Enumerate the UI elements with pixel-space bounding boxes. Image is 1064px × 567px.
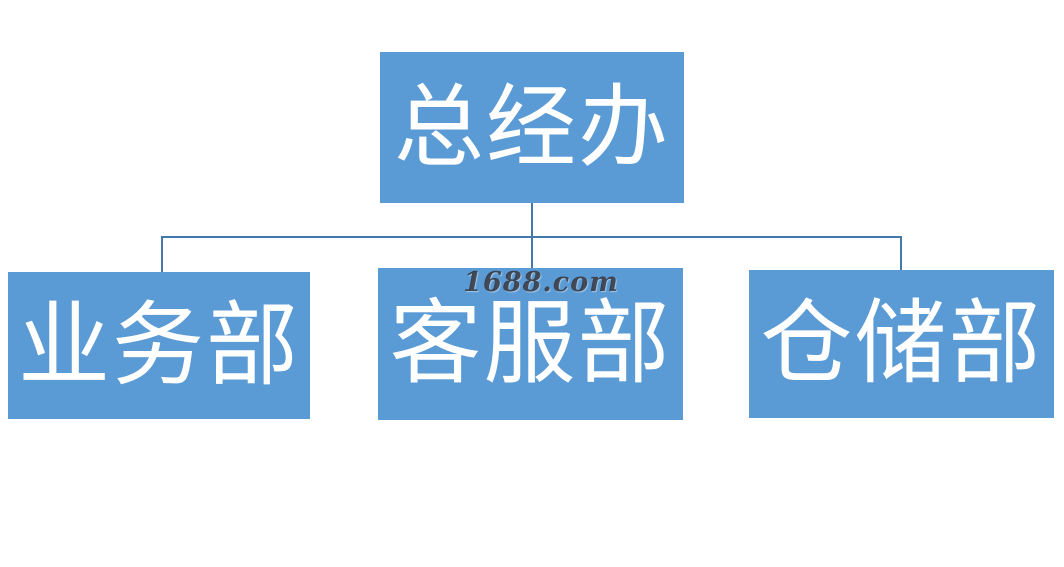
org-box-label: 总经办	[394, 74, 670, 180]
org-box-label: 业务部	[17, 291, 300, 399]
org-box-label: 仓储部	[760, 290, 1043, 397]
connector-left-drop	[161, 236, 163, 272]
org-box-business-dept: 业务部	[8, 272, 310, 419]
org-box-general-manager-office: 总经办	[380, 52, 684, 203]
org-box-warehouse-dept: 仓储部	[749, 270, 1054, 418]
connector-root-drop	[531, 203, 533, 237]
connector-middle-drop	[531, 236, 533, 268]
org-box-customer-service-dept: 客服部	[378, 268, 683, 420]
watermark-1688: 1688.com	[463, 267, 619, 298]
connector-right-drop	[900, 236, 902, 270]
org-box-label: 客服部	[389, 290, 672, 397]
